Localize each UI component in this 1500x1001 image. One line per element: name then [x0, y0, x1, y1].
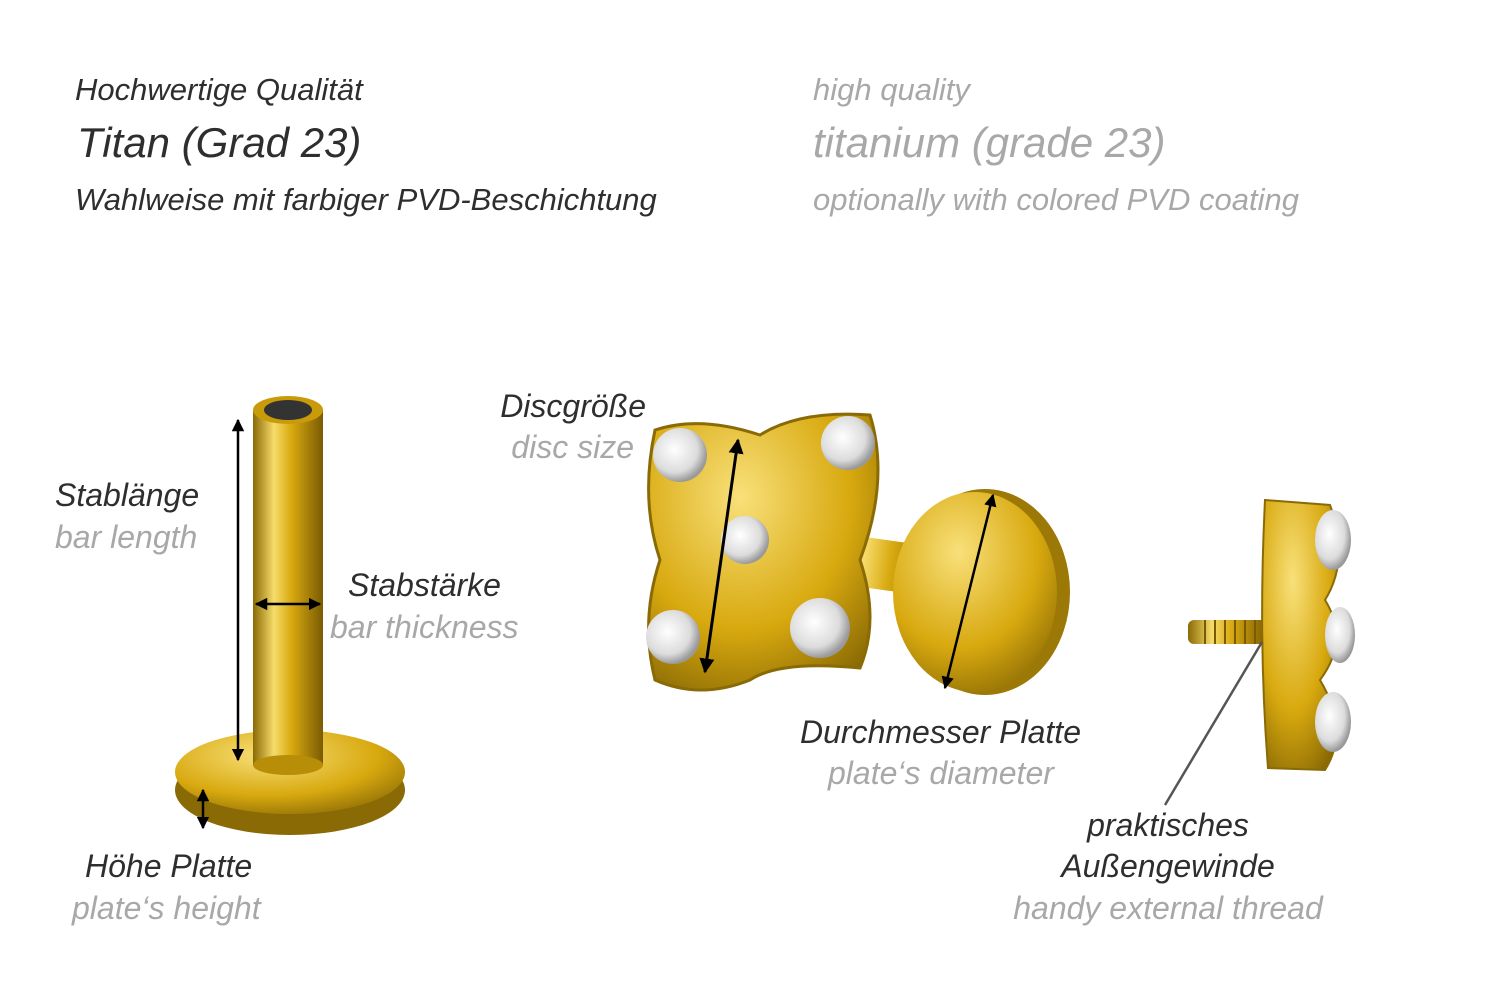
label-bar-length-en: bar length [55, 519, 198, 555]
label-thread-en: handy external thread [1013, 890, 1323, 926]
labret-assembled [646, 412, 1070, 695]
label-bar-thickness-en: bar thickness [330, 609, 519, 645]
label-thread-de-1: praktisches [1087, 807, 1249, 843]
header-quality-en: high quality [813, 72, 970, 107]
label-disc-size-de: Discgröße [500, 388, 646, 424]
header-material-de: Titan (Grad 23) [77, 119, 362, 166]
label-thread-de-2: Außengewinde [1061, 848, 1275, 884]
disc-size-arrow [699, 438, 744, 674]
label-plate-diameter-en: plate‘s diameter [828, 755, 1054, 791]
label-bar-length-de: Stablänge [55, 477, 200, 513]
plate-diameter-arrow [941, 493, 997, 690]
header-coating-de: Wahlweise mit farbiger PVD-Beschichtung [75, 182, 657, 217]
header-quality-de: Hochwertige Qualität [75, 72, 363, 107]
thread-leader-line [1163, 641, 1264, 806]
header-material-en: titanium (grade 23) [813, 119, 1166, 166]
top-side-view [1188, 498, 1355, 772]
label-bar-thickness-de: Stabstärke [348, 567, 501, 603]
header-coating-en: optionally with colored PVD coating [813, 182, 1299, 217]
label-plate-height-en: plate‘s height [72, 890, 261, 926]
label-plate-diameter-de: Durchmesser Platte [800, 714, 1081, 750]
label-disc-size-en: disc size [511, 429, 634, 465]
label-plate-height-de: Höhe Platte [85, 848, 253, 884]
